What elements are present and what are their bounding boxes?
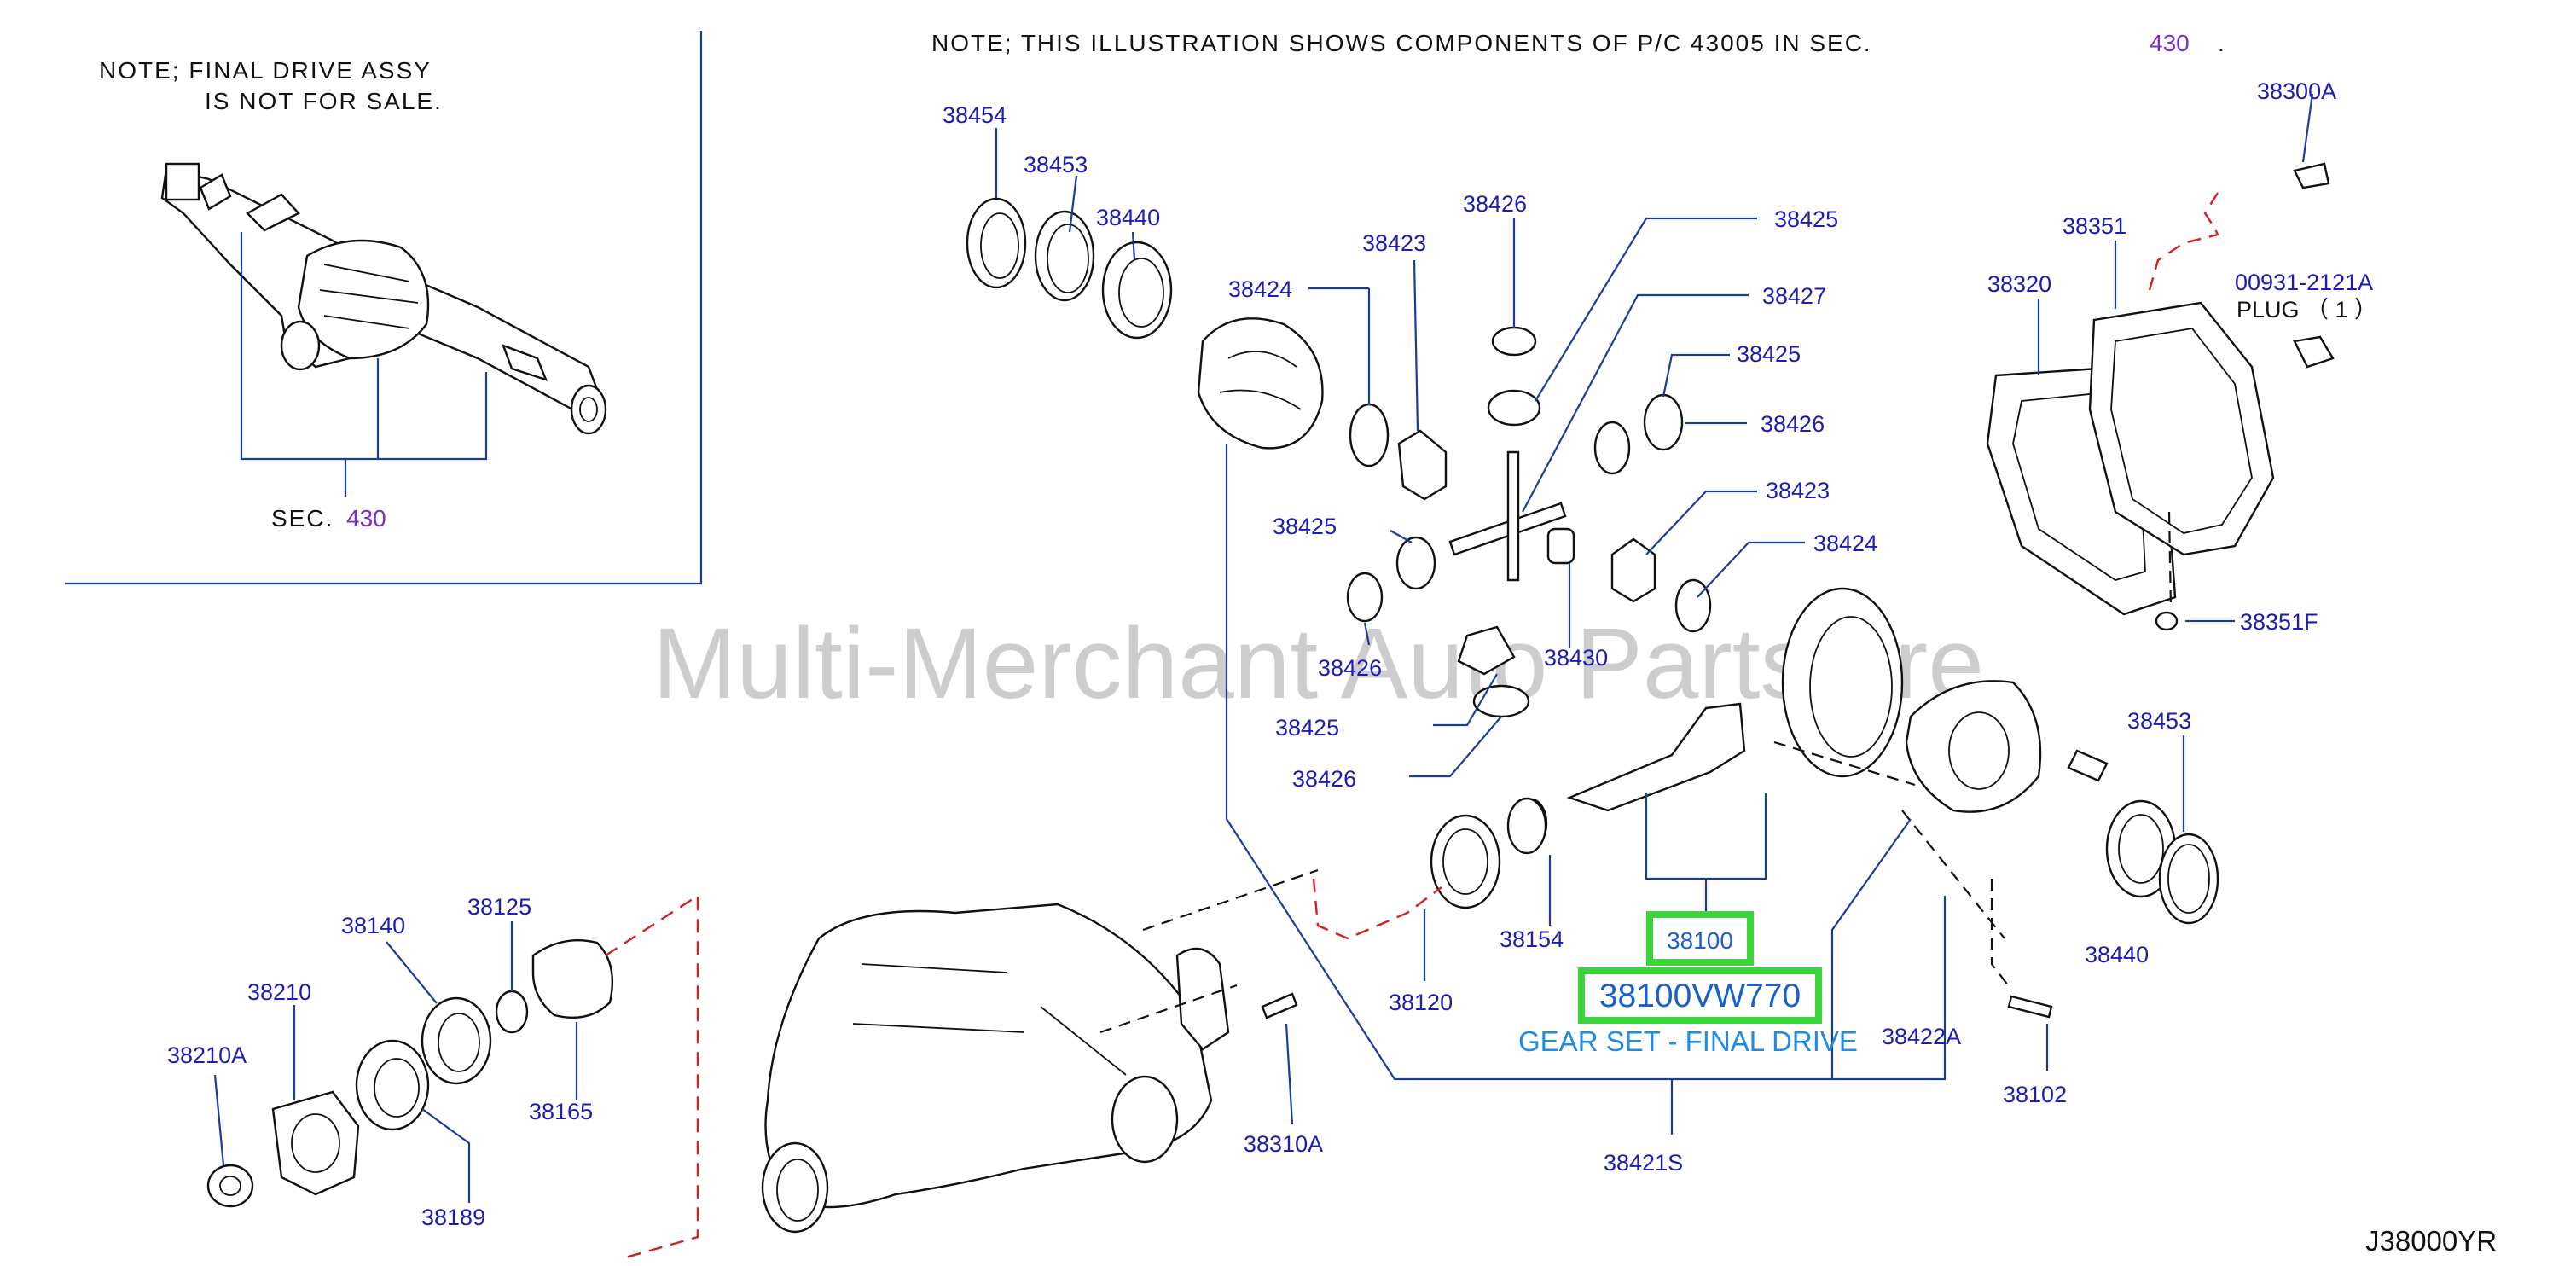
inset-leader-bracket: [240, 232, 488, 461]
label-38425-d: 38425: [1275, 715, 1339, 740]
part-number-box[interactable]: [1578, 967, 1822, 1024]
ring-38453r-drawing: [2158, 833, 2219, 925]
note-illustration-sec: 430: [2150, 30, 2190, 56]
label-38423-top: 38423: [1362, 230, 1426, 256]
bearing-cap-drawing: [1175, 947, 1230, 1051]
label-38424-top: 38424: [1228, 276, 1292, 302]
label-38320: 38320: [1987, 271, 2051, 297]
plug-drawing: [2293, 335, 2335, 369]
part-number[interactable]: 38100VW770: [1599, 978, 1801, 1014]
label-38424-b: 38424: [1813, 531, 1877, 556]
inset-sec-prefix: SEC.: [271, 505, 334, 531]
label-38421S: 38421S: [1604, 1150, 1683, 1176]
carrier-housing: [761, 903, 1230, 1234]
label-38425-c: 38425: [1273, 514, 1337, 539]
diagram-code: J38000YR: [2365, 1225, 2497, 1257]
label-38425-b: 38425: [1737, 341, 1801, 367]
ring-gear-drawing: [1781, 587, 1904, 778]
label-38351: 38351: [2063, 213, 2126, 239]
inset-frame: [65, 31, 703, 585]
center-line-cover-bolt: [2148, 192, 2219, 291]
label-38430: 38430: [1544, 645, 1608, 671]
note-illustration: NOTE; THIS ILLUSTRATION SHOWS COMPONENTS…: [931, 30, 1872, 56]
label-38426-top: 38426: [1463, 191, 1527, 217]
label-38310A: 38310A: [1244, 1131, 1323, 1157]
label-38423-b: 38423: [1766, 478, 1830, 503]
differential-components: [966, 197, 2219, 1019]
drain-38351F-drawing: [2155, 611, 2179, 631]
label-38189: 38189: [421, 1205, 485, 1230]
note-final-drive-line1: NOTE; FINAL DRIVE ASSY: [99, 57, 432, 84]
washer-38125-drawing: [495, 990, 529, 1034]
label-38125: 38125: [467, 894, 531, 920]
label-38454: 38454: [943, 102, 1007, 128]
note-final-drive-line2: IS NOT FOR SALE.: [205, 88, 443, 114]
label-38154: 38154: [1500, 926, 1564, 952]
bolt-38300A-drawing: [2293, 162, 2330, 189]
leader-lines: [213, 93, 2314, 1203]
carrier-housing-drawing: [764, 903, 1213, 1209]
label-38422A: 38422A: [1882, 1024, 1961, 1049]
side-gear-38423b-drawing: [1610, 537, 1656, 603]
label-38165: 38165: [529, 1099, 593, 1124]
flange-38210-drawing: [271, 1090, 360, 1196]
label-38300A: 38300A: [2257, 78, 2336, 104]
label-38102: 38102: [2003, 1082, 2067, 1107]
washer-38154-drawing: [1506, 797, 1547, 855]
label-plug: PLUG （ 1 ）: [2237, 297, 2377, 322]
label-38351F: 38351F: [2240, 609, 2318, 635]
part-labels: 38454 38453 38440 38424 38423 38426 3842…: [167, 78, 2377, 1230]
label-38426-b: 38426: [1761, 411, 1825, 437]
inset-sec-number: 430: [346, 505, 386, 531]
differential-case-drawing: [1197, 317, 1324, 450]
bearing-38120-drawing: [1430, 814, 1501, 909]
label-38440-top: 38440: [1096, 205, 1160, 230]
seal-38189-drawing: [355, 1039, 430, 1131]
spacer-38165-drawing: [531, 938, 613, 1019]
cover-38351-drawing: [2088, 301, 2275, 556]
label-38120: 38120: [1389, 990, 1453, 1015]
label-38427: 38427: [1762, 283, 1826, 309]
watermark: Multi-Merchant Auto Partstore: [653, 607, 1984, 720]
label-00931-2121A: 00931-2121A: [2235, 270, 2373, 295]
group-number[interactable]: 38100: [1667, 927, 1733, 954]
bearing-38440-drawing: [1101, 241, 1173, 340]
label-38453-right: 38453: [2127, 708, 2191, 734]
part-description: GEAR SET - FINAL DRIVE: [1518, 1025, 1858, 1057]
inset-panel: NOTE; FINAL DRIVE ASSY IS NOT FOR SALE. …: [65, 31, 703, 585]
diff-case-side-drawing: [1905, 680, 2042, 813]
rear-cover-assembly: [1986, 162, 2335, 631]
label-38440-right: 38440: [2085, 942, 2149, 967]
note-illustration-end: .: [2218, 30, 2226, 56]
drive-pinion-drawing: [1566, 702, 1746, 812]
bolt-38310A-drawing: [1261, 992, 1298, 1019]
bolt-38102-drawing: [2007, 995, 2053, 1019]
label-38425-a: 38425: [1774, 206, 1838, 232]
label-38210: 38210: [247, 979, 311, 1005]
nut-38210A-drawing: [206, 1164, 254, 1208]
companion-flange-group: [206, 938, 613, 1208]
group-number-box[interactable]: [1646, 911, 1754, 966]
label-38426-d: 38426: [1292, 766, 1356, 792]
label-38140: 38140: [341, 913, 405, 938]
seal-38454-drawing: [966, 197, 1027, 289]
side-gear-38423-drawing: [1397, 429, 1448, 501]
label-38210A: 38210A: [167, 1042, 247, 1068]
rear-axle-assembly-drawing: [160, 162, 607, 435]
center-line-pinion: [1312, 878, 1442, 940]
highlighted-part[interactable]: 38100 38100VW770 GEAR SET - FINAL DRIVE: [1518, 911, 1858, 1057]
label-38426-c: 38426: [1318, 655, 1382, 681]
label-38453-top: 38453: [1024, 152, 1088, 177]
center-line-flange: [605, 893, 699, 1260]
ring-38453-drawing: [1034, 210, 1095, 302]
